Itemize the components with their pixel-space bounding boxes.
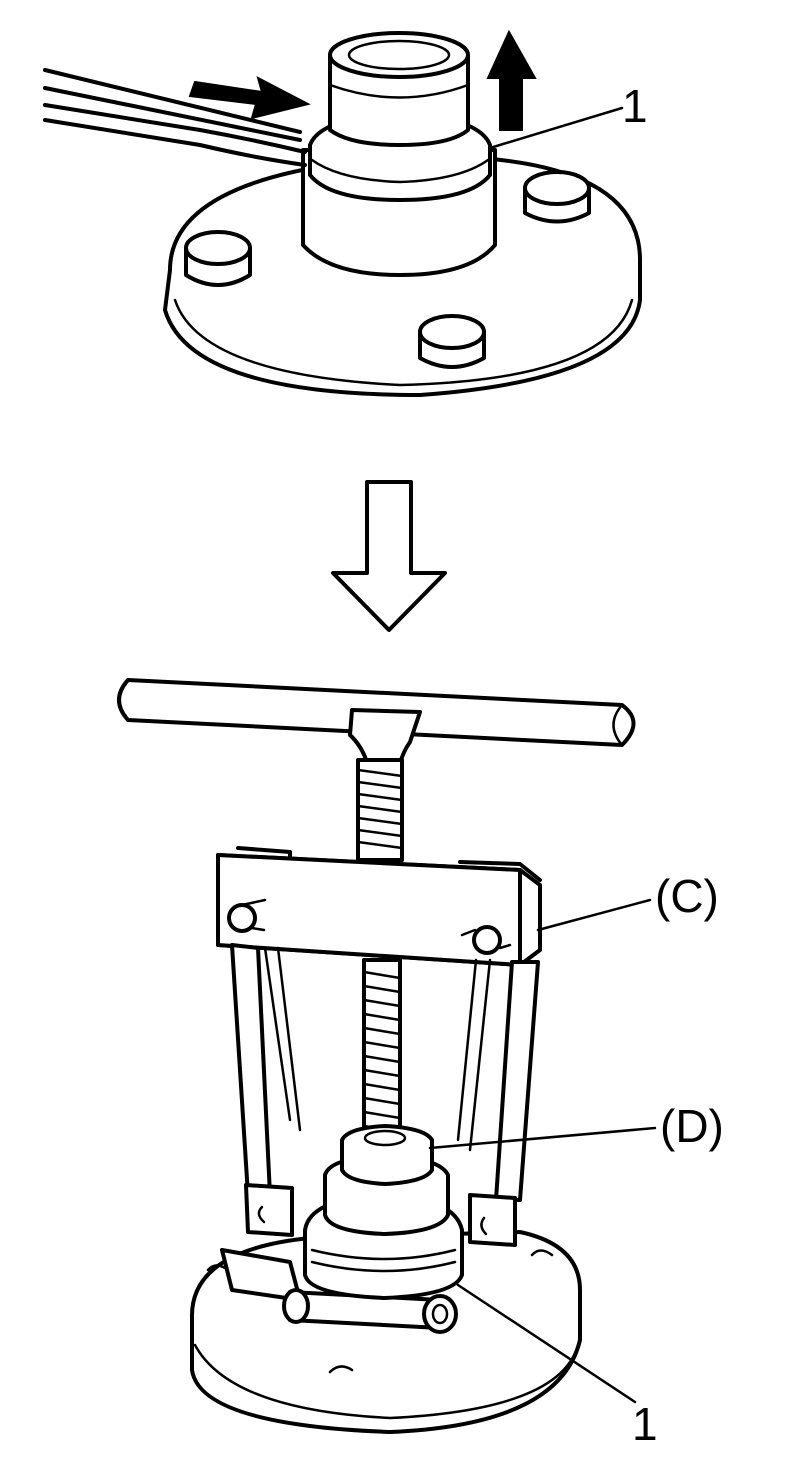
flange-bolt-left <box>184 230 252 287</box>
callout-tool-c: (C) <box>655 870 719 922</box>
leader-line-tool-d <box>428 1126 657 1150</box>
puller-jaw-left <box>220 1183 302 1302</box>
leader-line-tool-c <box>536 898 652 932</box>
shaft-top <box>328 31 470 79</box>
tool-d-adapter <box>323 1124 450 1236</box>
flange-edge <box>173 298 634 387</box>
flange-bolt-right <box>523 170 591 224</box>
puller-screw-lower <box>362 958 402 1147</box>
push-arrow-icon <box>188 76 311 120</box>
callout-part1-top: 1 <box>622 80 648 132</box>
flange-bolt-front <box>418 314 486 369</box>
hub-shaft <box>328 53 470 147</box>
puller-clamp-rod <box>282 1288 458 1334</box>
callout-tool-d: (D) <box>660 1100 724 1152</box>
screwdriver-tool <box>43 68 307 167</box>
callout-part1-bottom: 1 <box>632 1398 658 1450</box>
leader-line-part1-top <box>488 106 624 150</box>
puller-leg-left <box>230 943 302 1197</box>
puller-jaw-right <box>468 1193 517 1247</box>
lift-arrow-icon <box>486 29 537 131</box>
puller-crossbar <box>216 846 542 967</box>
leader-line-part1-bottom <box>456 1283 637 1404</box>
flange-hub-assembly <box>163 31 642 397</box>
crossbar-pivot-right <box>460 925 512 955</box>
sequence-arrow-down-icon <box>331 480 447 632</box>
crossbar-pivot-left <box>227 898 267 933</box>
puller-leg-right <box>456 958 540 1202</box>
puller-screw-upper <box>356 758 404 862</box>
bearing-puller-tool <box>117 678 636 1434</box>
